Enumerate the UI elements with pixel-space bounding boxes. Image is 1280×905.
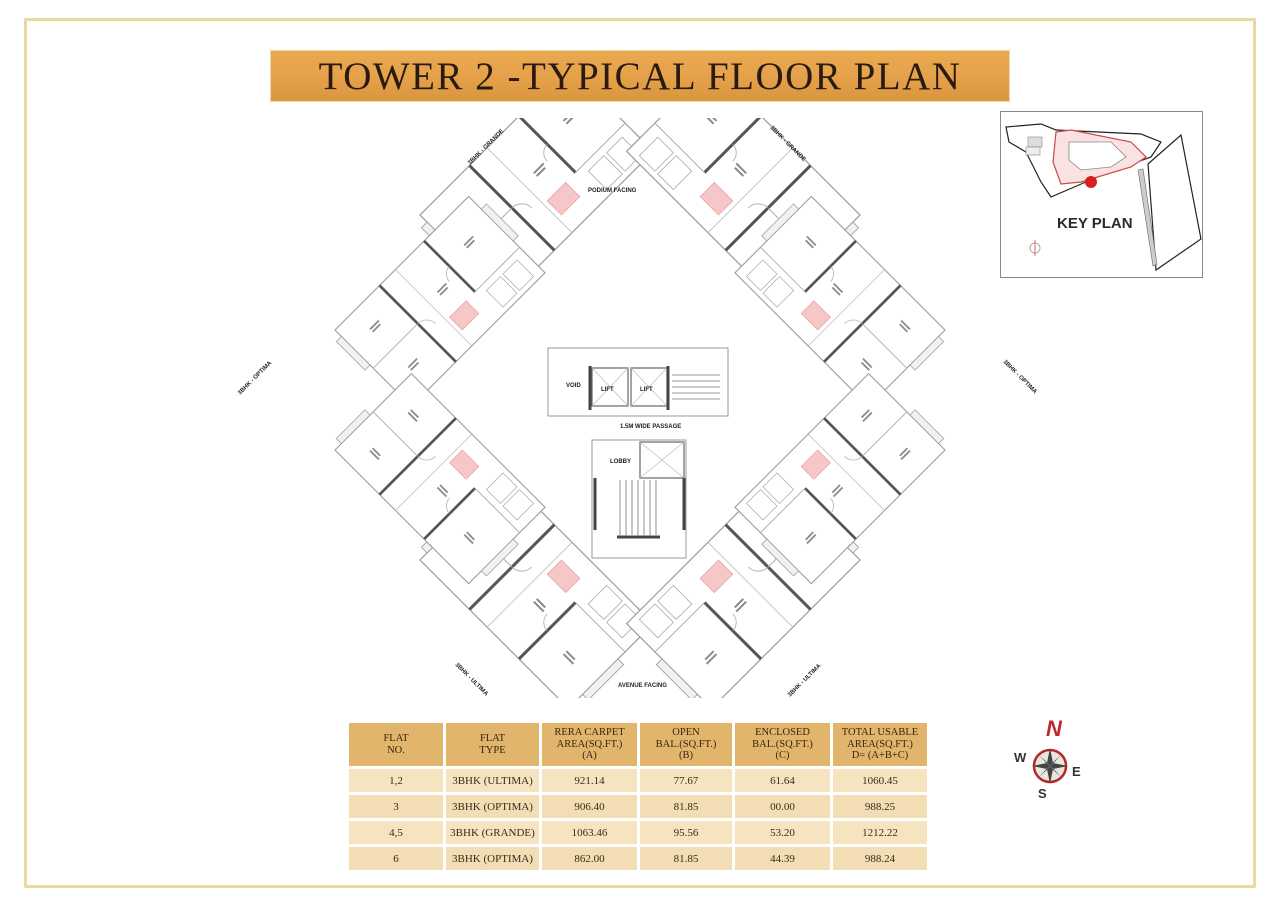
cell-enclosed-bal: 61.64 bbox=[735, 769, 830, 792]
page-title: TOWER 2 -TYPICAL FLOOR PLAN bbox=[318, 54, 962, 98]
cell-open-bal: 77.67 bbox=[640, 769, 732, 792]
svg-text:LIFT: LIFT bbox=[640, 387, 653, 393]
cell-carpet-area: 906.40 bbox=[542, 795, 637, 818]
cell-total-area: 988.25 bbox=[833, 795, 927, 818]
compass-north-label: N bbox=[1046, 716, 1062, 741]
svg-text:3BHK - ULTIMA: 3BHK - ULTIMA bbox=[454, 662, 490, 698]
table-row: 6 3BHK (OPTIMA) 862.00 81.85 44.39 988.2… bbox=[349, 847, 927, 870]
cell-open-bal: 81.85 bbox=[640, 847, 732, 870]
cell-flat-no: 1,2 bbox=[349, 769, 443, 792]
cell-flat-type: 3BHK (OPTIMA) bbox=[446, 847, 539, 870]
compass-rose-icon: N W E S bbox=[1010, 716, 1090, 803]
title-banner: TOWER 2 -TYPICAL FLOOR PLAN bbox=[271, 51, 1009, 101]
floor-plan-drawing: LIFT LIFT VOID 1.5M WIDE PASSAGE LOBBY 3… bbox=[237, 118, 1039, 698]
cell-carpet-area: 1063.46 bbox=[542, 821, 637, 844]
table-row: 3 3BHK (OPTIMA) 906.40 81.85 00.00 988.2… bbox=[349, 795, 927, 818]
cell-total-area: 1060.45 bbox=[833, 769, 927, 792]
cell-carpet-area: 862.00 bbox=[542, 847, 637, 870]
table-row: 4,5 3BHK (GRANDE) 1063.46 95.56 53.20 12… bbox=[349, 821, 927, 844]
key-plan: KEY PLAN bbox=[1000, 111, 1203, 278]
cell-flat-type: 3BHK (OPTIMA) bbox=[446, 795, 539, 818]
svg-text:PODIUM FACING: PODIUM FACING bbox=[588, 188, 637, 194]
svg-text:LOBBY: LOBBY bbox=[610, 459, 631, 465]
key-plan-label: KEY PLAN bbox=[1057, 215, 1133, 232]
cell-carpet-area: 921.14 bbox=[542, 769, 637, 792]
cell-open-bal: 95.56 bbox=[640, 821, 732, 844]
cell-enclosed-bal: 00.00 bbox=[735, 795, 830, 818]
cell-enclosed-bal: 44.39 bbox=[735, 847, 830, 870]
table-row: 1,2 3BHK (ULTIMA) 921.14 77.67 61.64 106… bbox=[349, 769, 927, 792]
key-plan-map bbox=[1005, 123, 1202, 272]
svg-text:3BHK - OPTIMA: 3BHK - OPTIMA bbox=[237, 360, 274, 397]
cell-flat-type: 3BHK (GRANDE) bbox=[446, 821, 539, 844]
svg-text:3BHK - OPTIMA: 3BHK - OPTIMA bbox=[1002, 359, 1039, 396]
cell-flat-no: 4,5 bbox=[349, 821, 443, 844]
svg-text:3BHK - ULTIMA: 3BHK - ULTIMA bbox=[787, 663, 823, 698]
compass-west-label: W bbox=[1014, 750, 1027, 765]
svg-text:VOID: VOID bbox=[566, 383, 581, 389]
cell-open-bal: 81.85 bbox=[640, 795, 732, 818]
cell-total-area: 1212.22 bbox=[833, 821, 927, 844]
compass-south-label: S bbox=[1038, 786, 1047, 801]
svg-text:AVENUE FACING: AVENUE FACING bbox=[618, 683, 667, 689]
compass-east-label: E bbox=[1072, 764, 1081, 779]
central-core: LIFT LIFT VOID 1.5M WIDE PASSAGE LOBBY bbox=[547, 347, 729, 559]
svg-text:1.5M WIDE PASSAGE: 1.5M WIDE PASSAGE bbox=[620, 424, 681, 430]
cell-flat-type: 3BHK (ULTIMA) bbox=[446, 769, 539, 792]
svg-text:LIFT: LIFT bbox=[601, 387, 614, 393]
cell-flat-no: 3 bbox=[349, 795, 443, 818]
cell-total-area: 988.24 bbox=[833, 847, 927, 870]
cell-enclosed-bal: 53.20 bbox=[735, 821, 830, 844]
tower-location-marker bbox=[1085, 176, 1097, 188]
cell-flat-no: 6 bbox=[349, 847, 443, 870]
page-border-frame bbox=[24, 18, 1256, 888]
